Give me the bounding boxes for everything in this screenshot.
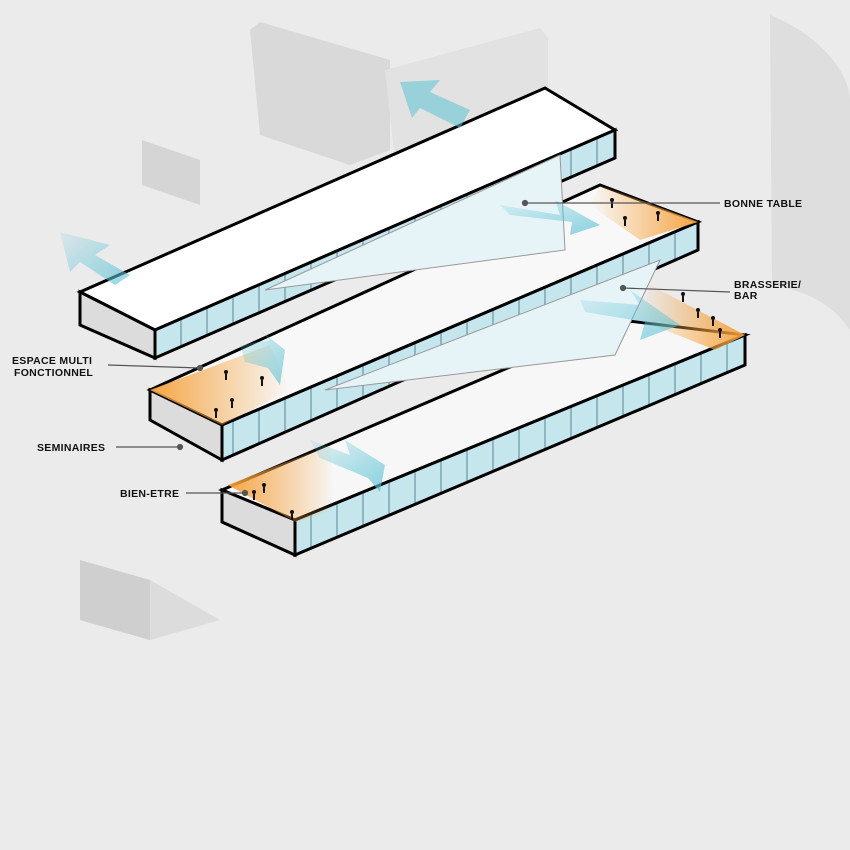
label-seminaires: SEMINAIRES	[37, 442, 105, 454]
flow-arrow-icon	[310, 440, 385, 492]
flow-arrow-icon	[500, 200, 600, 235]
flow-arrow-icon	[60, 232, 130, 285]
slab-level-1-glazing	[293, 332, 747, 558]
bonne-table-zone	[590, 185, 698, 240]
context-building-bottom-face	[80, 560, 150, 640]
espace-multi-zone	[150, 345, 290, 425]
context-building-small	[142, 140, 200, 205]
label-espace-multi-line1: ESPACE MULTI	[12, 355, 92, 367]
label-bonne-table: BONNE TABLE	[724, 198, 802, 210]
label-brasserie-line2: BAR	[734, 290, 758, 302]
label-brasserie-line1: BRASSERIE/	[734, 279, 801, 291]
leader-lines	[107, 199, 731, 497]
void-cut-1	[265, 155, 565, 290]
label-espace-multi-line2: FONCTIONNEL	[14, 367, 93, 379]
flow-arrow-icon	[580, 290, 680, 340]
flow-arrows	[60, 80, 680, 492]
flow-arrow-icon	[240, 330, 285, 385]
context-building-top	[250, 22, 390, 165]
label-bien-etre: BIEN-ETRE	[120, 488, 179, 500]
people-icon	[214, 198, 722, 520]
brasserie-zone	[640, 285, 745, 350]
flow-arrow-icon	[400, 80, 470, 128]
slab-level-3	[76, 86, 661, 391]
bien-etre-zone	[228, 445, 335, 522]
context-building-right	[770, 15, 850, 330]
